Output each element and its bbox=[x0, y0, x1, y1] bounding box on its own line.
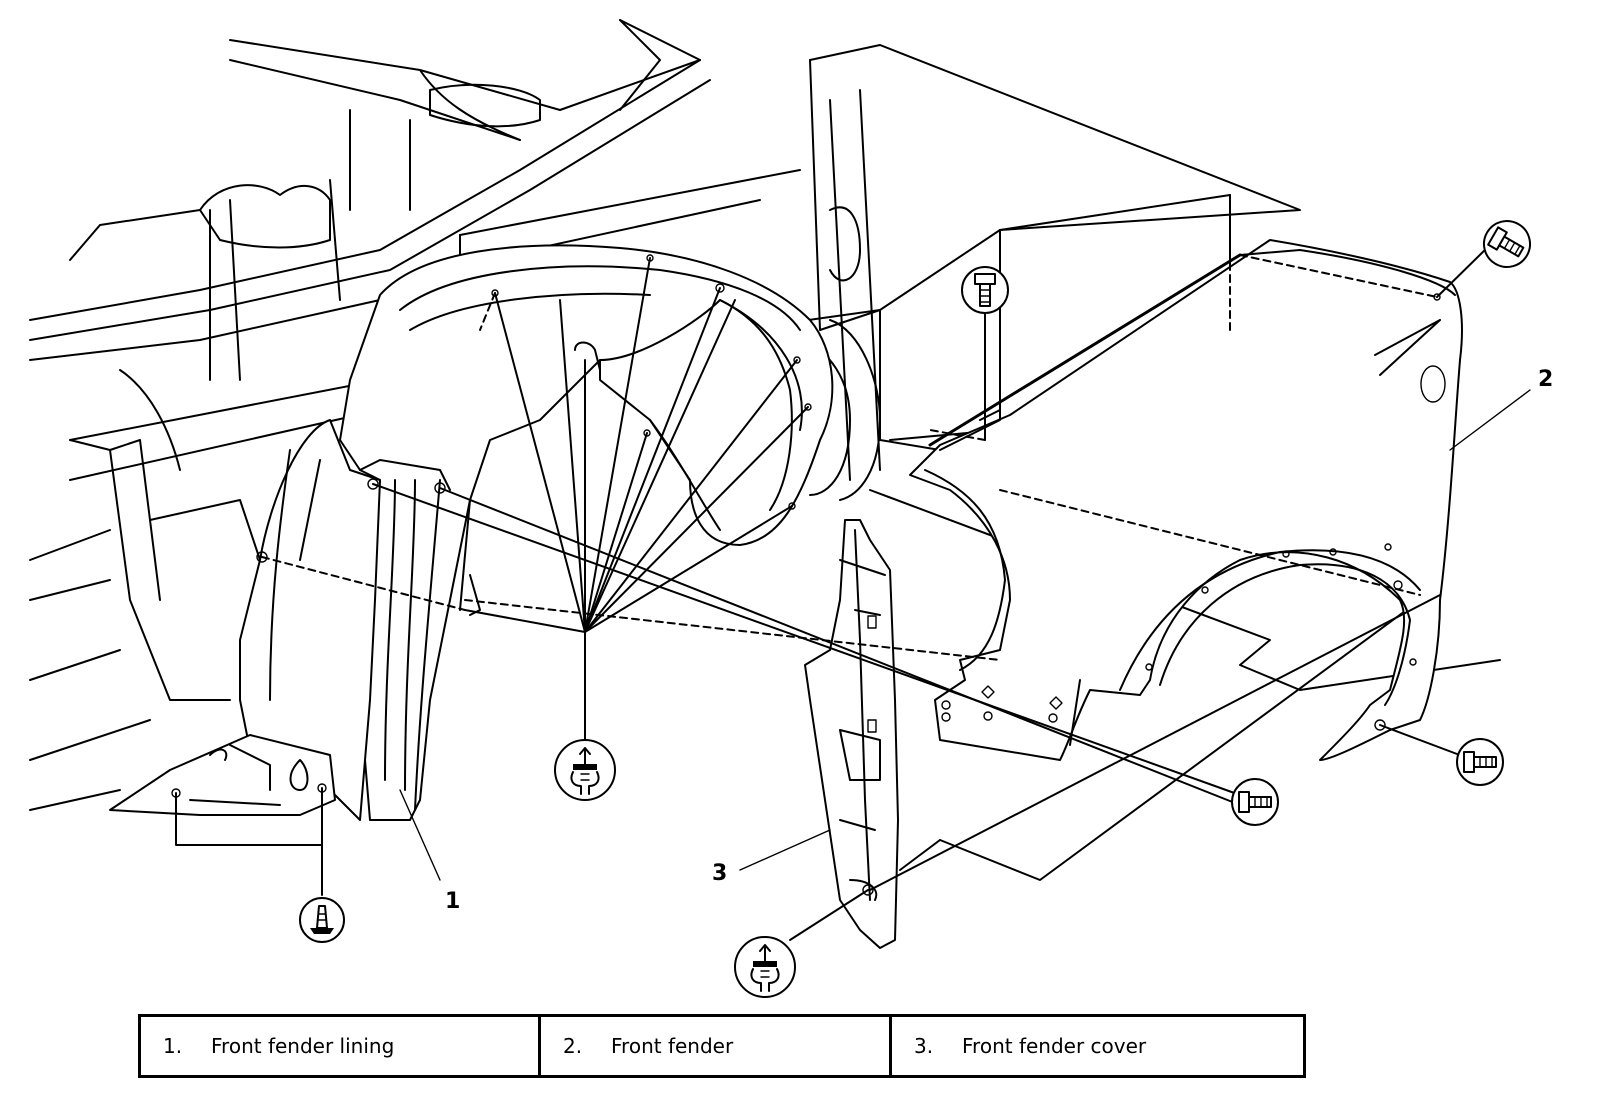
svg-text:3: 3 bbox=[712, 861, 727, 886]
legend-number: 2. bbox=[563, 1034, 583, 1058]
callout-3: 3 bbox=[712, 829, 831, 886]
callout-2: 2 bbox=[1449, 367, 1553, 451]
push-clip-icon bbox=[734, 936, 796, 998]
dashed-alignment-lines bbox=[261, 194, 1438, 661]
front-fender-lining bbox=[109, 244, 834, 821]
legend-label: Front fender bbox=[611, 1034, 734, 1058]
bolt-icon bbox=[961, 266, 1009, 314]
legend-number: 3. bbox=[914, 1034, 934, 1058]
push-clip-icon bbox=[554, 739, 616, 801]
bolt-icon bbox=[1483, 220, 1531, 268]
legend-label: Front fender lining bbox=[211, 1034, 395, 1058]
callout-1: 1 bbox=[399, 789, 460, 914]
legend-item-front-fender: 2. Front fender bbox=[538, 1017, 889, 1075]
exploded-view-diagram: 1 2 3 bbox=[29, 19, 1553, 998]
assembly-lines bbox=[175, 244, 1491, 941]
front-fender-cover bbox=[804, 519, 899, 949]
screw-clip-icon bbox=[299, 897, 345, 943]
svg-text:2: 2 bbox=[1538, 367, 1553, 392]
bolt-icon bbox=[1231, 778, 1279, 826]
legend-item-front-fender-lining: 1. Front fender lining bbox=[141, 1017, 538, 1075]
parts-legend-table: 1. Front fender lining 2. Front fender 3… bbox=[138, 1014, 1306, 1078]
legend-number: 1. bbox=[163, 1034, 183, 1058]
legend-item-front-fender-cover: 3. Front fender cover bbox=[889, 1017, 1303, 1075]
legend-label: Front fender cover bbox=[962, 1034, 1147, 1058]
front-fender bbox=[909, 239, 1463, 761]
bolt-icon bbox=[1456, 738, 1504, 786]
svg-text:1: 1 bbox=[445, 889, 460, 914]
